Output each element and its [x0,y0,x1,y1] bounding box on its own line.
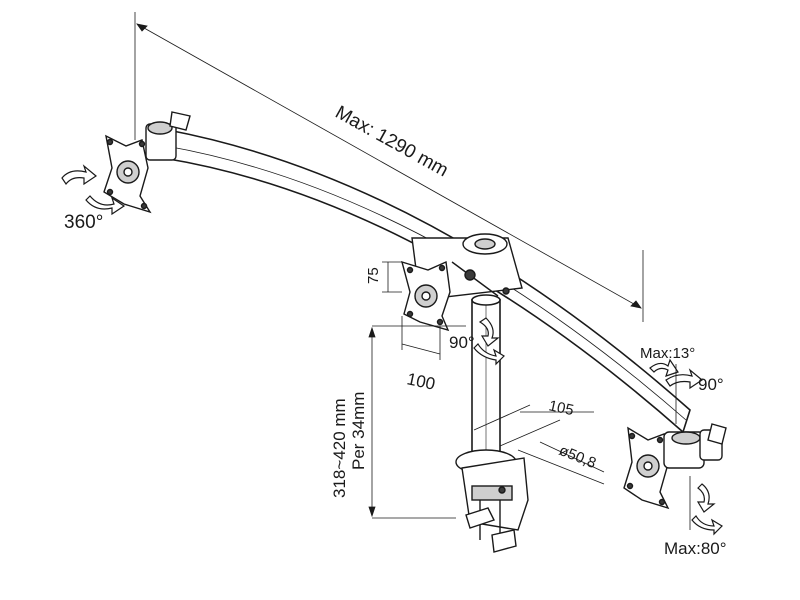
desk-clamp [455,449,529,553]
right-vesa-plate [623,423,727,510]
pole-height-dimension [368,325,466,519]
vesa-width-dimension [401,316,441,360]
pan-max-label: Max:80° [664,539,727,558]
vesa-height-label: 75 [365,267,382,284]
left-vesa-plate [103,111,191,214]
vesa-height-dimension [382,261,402,293]
center-rotation-arrows [473,317,505,366]
overall-width-label: Max: 1290 mm [332,102,452,181]
left-rotation-arrows [61,164,126,216]
center-hub [411,233,523,301]
overall-width-dimension [134,12,644,322]
clamp-depth-label: 105 [547,397,575,419]
center-vesa-plate [400,260,451,332]
clamp-dimensions [473,404,605,485]
right-rotate-90-label: 90° [698,375,724,394]
right-tilt-arrows [649,358,723,536]
center-rotate-90-label: 90° [449,333,475,352]
pole-height-label: 318~420 mm [330,398,349,498]
right-angle-guides [675,364,691,530]
pole-diameter-note-label: Per 34mm [349,392,368,470]
swivel-360-label: 360° [64,212,103,233]
vesa-width-label: 100 [405,369,437,393]
support-pole [471,294,501,471]
tilt-max-label: Max:13° [640,345,695,362]
